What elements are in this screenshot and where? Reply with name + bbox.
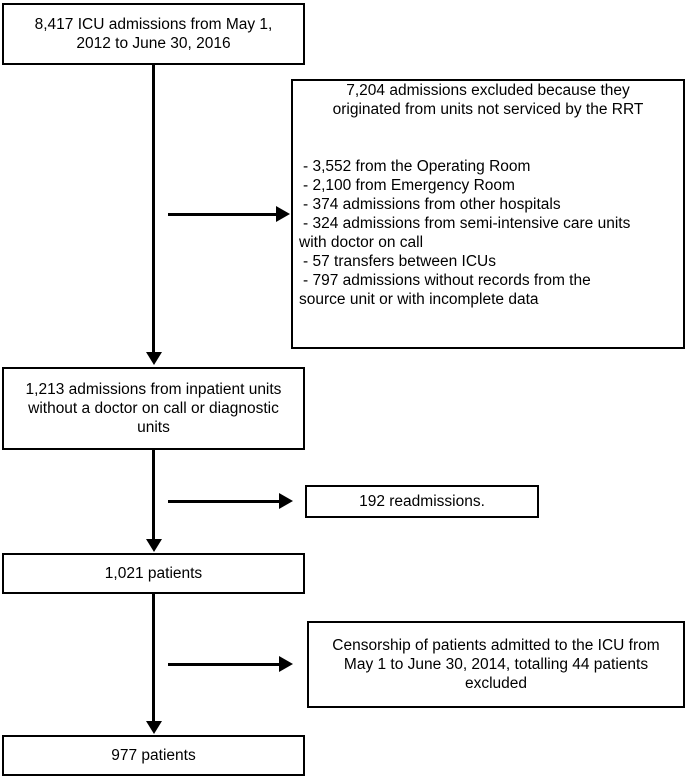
excluded-admissions-box: 7,204 admissions excluded because they o…: [291, 79, 685, 349]
patients-1021-box: 1,021 patients: [2, 553, 305, 594]
connector-admissions-to-excluded-line: [168, 213, 278, 216]
inpatient-admissions-box: 1,213 admissions from inpatient units wi…: [2, 367, 305, 450]
connector-inpatient-to-patients1021-line: [152, 450, 155, 539]
connector-patients1021-to-patients977-line: [152, 594, 155, 721]
patients-977-box: 977 patients: [2, 735, 305, 776]
total-admissions-line-2: 2012 to June 30, 2016: [76, 35, 231, 52]
arrow-right-icon-inpatient-to-readmissions: [279, 493, 293, 509]
censorship-line-2: May 1 to June 30, 2014, totalling 44 pat…: [343, 656, 649, 673]
excluded-spacer-2: [293, 138, 683, 157]
connector-patients1021-to-censorship-line: [168, 663, 281, 666]
connector-inpatient-to-readmissions-line: [168, 500, 281, 503]
arrow-down-icon-admissions-to-inpatient: [146, 352, 162, 365]
inpatient-line-2: without a doctor on call or diagnostic: [28, 400, 279, 417]
inpatient-line-1: 1,213 admissions from inpatient units: [25, 381, 282, 398]
excluded-header-line-2: originated from units not serviced by th…: [332, 101, 644, 118]
excluded-item-1: - 3,552 from the Operating Room: [303, 158, 531, 175]
excluded-header-line-1: 7,204 admissions excluded because they: [346, 82, 630, 99]
excluded-bottom-spacer-2: [293, 328, 683, 347]
arrow-right-icon-patients1021-to-censorship: [279, 656, 293, 672]
total-admissions-line-1: 8,417 ICU admissions from May 1,: [34, 16, 273, 33]
excluded-item-5: - 57 transfers between ICUs: [303, 253, 496, 270]
readmissions-box: 192 readmissions.: [305, 485, 539, 518]
excluded-item-6-cont: source unit or with incomplete data: [299, 291, 539, 308]
excluded-item-4-cont: with doctor on call: [299, 234, 424, 251]
excluded-spacer: [293, 119, 683, 138]
readmissions-line-1: 192 readmissions.: [359, 493, 485, 510]
arrow-right-icon-admissions-to-excluded: [276, 206, 290, 222]
total-admissions-box: 8,417 ICU admissions from May 1, 2012 to…: [2, 3, 305, 65]
censorship-line-1: Censorship of patients admitted to the I…: [332, 637, 660, 654]
excluded-bottom-spacer: [293, 309, 683, 328]
patients-1021-line-1: 1,021 patients: [104, 565, 203, 582]
patients-977-line-1: 977 patients: [111, 747, 196, 764]
arrow-down-icon-inpatient-to-patients1021: [146, 539, 162, 552]
excluded-item-6: - 797 admissions without records from th…: [303, 272, 591, 289]
excluded-item-4: - 324 admissions from semi-intensive car…: [303, 215, 631, 232]
connector-admissions-to-inpatient-line: [152, 65, 155, 352]
censorship-line-3: excluded: [464, 675, 528, 692]
excluded-item-3: - 374 admissions from other hospitals: [303, 196, 561, 213]
inpatient-line-3: units: [137, 419, 170, 436]
arrow-down-icon-patients1021-to-patients977: [146, 721, 162, 734]
excluded-item-2: - 2,100 from Emergency Room: [303, 177, 515, 194]
censorship-box: Censorship of patients admitted to the I…: [307, 621, 685, 708]
